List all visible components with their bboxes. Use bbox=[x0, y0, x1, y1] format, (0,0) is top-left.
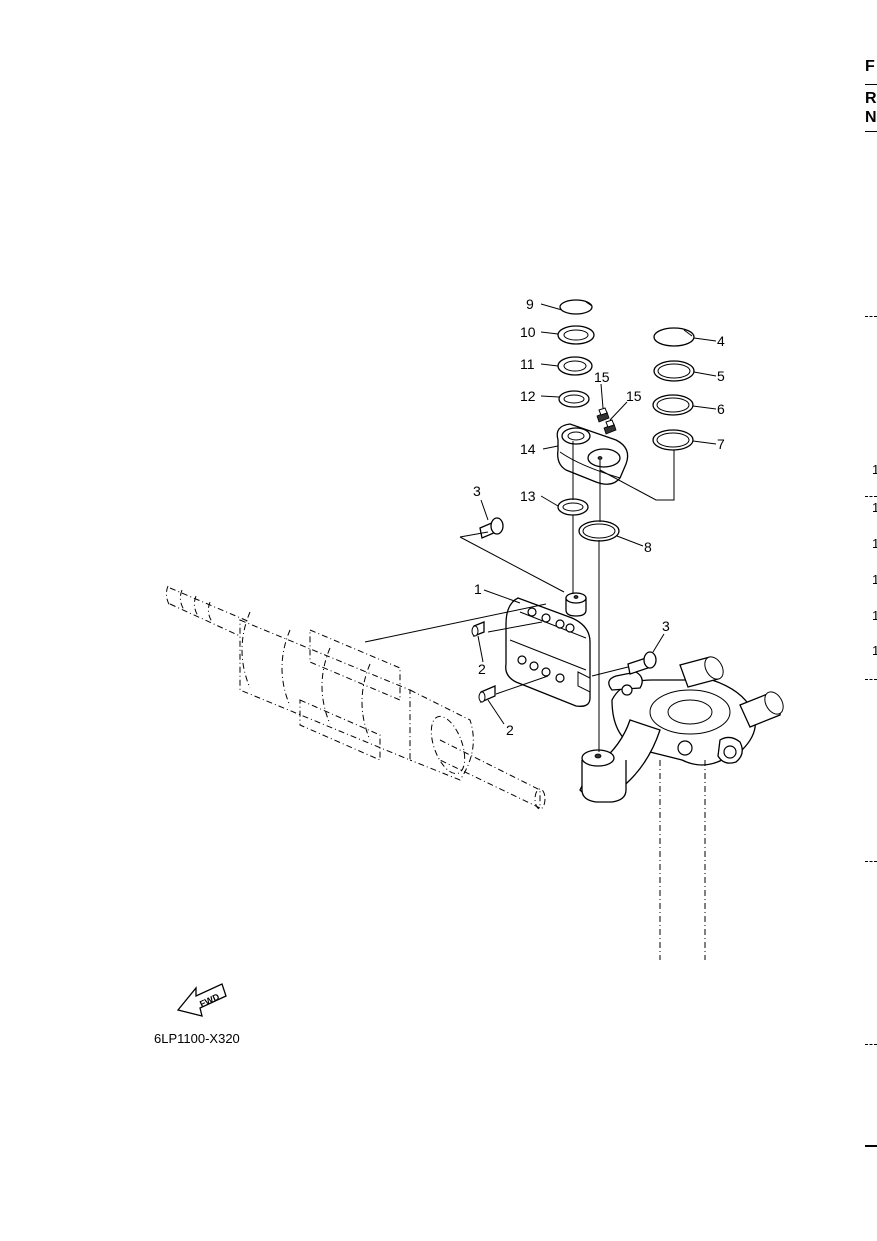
side-number: 1 bbox=[872, 643, 877, 658]
grease-nipple-15a bbox=[596, 407, 610, 423]
side-rule bbox=[865, 131, 877, 132]
callout-11: 11 bbox=[520, 356, 535, 372]
side-number: 1 bbox=[872, 462, 877, 477]
side-letter-r: R bbox=[865, 90, 877, 107]
callout-12: 12 bbox=[520, 388, 536, 404]
callout-15a: 15 bbox=[594, 369, 610, 385]
side-rule bbox=[865, 1145, 877, 1147]
callout-8: 8 bbox=[644, 539, 652, 555]
side-letter-f: F bbox=[865, 58, 875, 75]
circlip-part-9 bbox=[559, 299, 593, 315]
callout-15b: 15 bbox=[626, 388, 642, 404]
callout-3a: 3 bbox=[473, 483, 481, 499]
callout-13: 13 bbox=[520, 488, 536, 504]
tiller-arm-part-14 bbox=[556, 423, 629, 485]
side-tick bbox=[865, 316, 877, 317]
washer-part-10 bbox=[557, 325, 595, 345]
callouts: 9 10 11 12 14 13 15 15 4 5 6 7 8 3 1 2 2… bbox=[473, 296, 725, 738]
side-letter-n: N bbox=[865, 109, 877, 126]
callout-6: 6 bbox=[717, 401, 725, 417]
side-tick bbox=[865, 679, 877, 680]
bushing-part-6 bbox=[652, 394, 694, 416]
side-number: 1 bbox=[872, 608, 877, 623]
pin-part-2a bbox=[471, 621, 485, 637]
bolt-part-3b bbox=[627, 651, 657, 675]
circlip-part-4 bbox=[653, 327, 695, 347]
callout-2a: 2 bbox=[478, 661, 486, 677]
callout-7: 7 bbox=[717, 436, 725, 452]
side-number: 1 bbox=[872, 500, 877, 515]
bolt-part-3a bbox=[479, 517, 504, 539]
callout-9: 9 bbox=[526, 296, 534, 312]
callout-10: 10 bbox=[520, 324, 536, 340]
lower-bushing bbox=[581, 749, 627, 803]
bushing-part-11 bbox=[557, 356, 593, 376]
side-rule bbox=[865, 84, 877, 85]
side-number: 1 bbox=[872, 572, 877, 587]
side-tick bbox=[865, 496, 877, 497]
callout-3b: 3 bbox=[662, 618, 670, 634]
callout-5: 5 bbox=[717, 368, 725, 384]
bushing-part-12 bbox=[558, 390, 590, 408]
oring-part-8 bbox=[578, 520, 620, 542]
grease-nipple-15b bbox=[603, 419, 617, 435]
side-tick bbox=[865, 861, 877, 862]
washer-part-5 bbox=[653, 360, 695, 382]
callout-1: 1 bbox=[474, 581, 482, 597]
side-tick bbox=[865, 1044, 877, 1045]
figure-code: 6LP1100-X320 bbox=[154, 1031, 240, 1046]
leader-lines bbox=[477, 303, 717, 725]
callout-2b: 2 bbox=[506, 722, 514, 738]
bushing-part-13 bbox=[557, 498, 589, 516]
bushing-part-7 bbox=[652, 429, 694, 451]
callout-4: 4 bbox=[717, 333, 725, 349]
steering-rod bbox=[659, 760, 706, 960]
assembly-lines bbox=[364, 441, 675, 752]
callout-14: 14 bbox=[520, 441, 536, 457]
fwd-arrow-icon: FWD bbox=[176, 983, 227, 1017]
ghost-drive-shaft bbox=[165, 585, 546, 810]
pin-part-2b bbox=[478, 685, 496, 703]
side-number: 1 bbox=[872, 536, 877, 551]
